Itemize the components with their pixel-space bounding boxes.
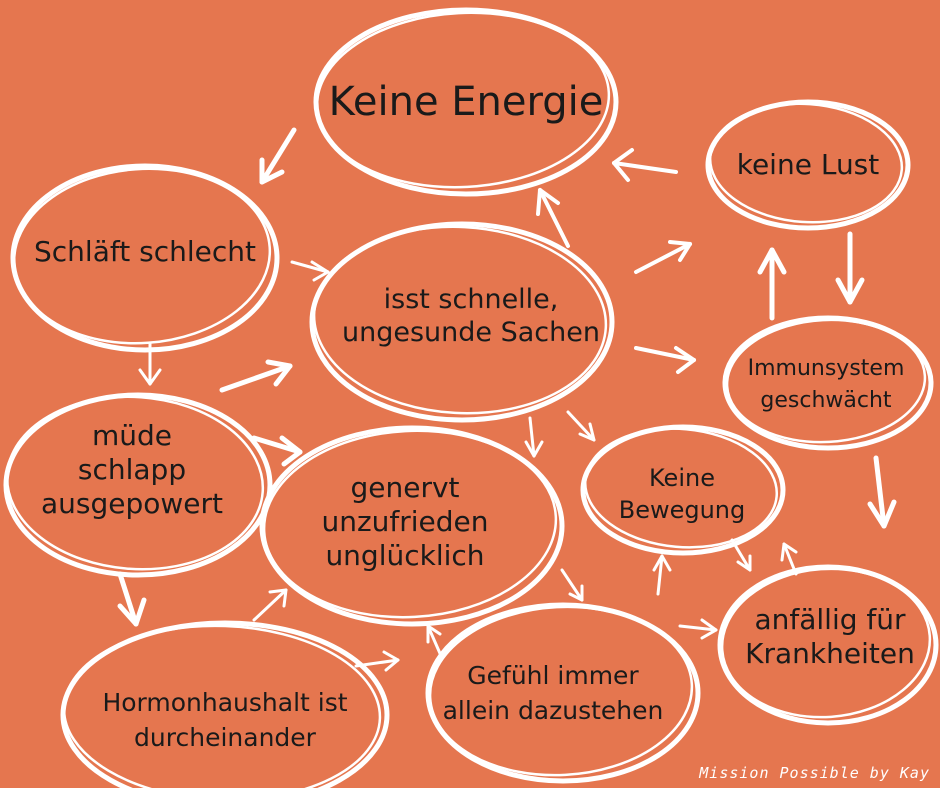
- arrow-isst-to-energie: [536, 188, 570, 248]
- arrow-bewegung-to-anfaellig: [730, 538, 752, 572]
- arrow-isst-to-bewegung: [566, 410, 596, 442]
- node-keine-lust: keine Lust: [708, 145, 908, 185]
- arrow-hormon-to-genervt: [252, 588, 288, 622]
- arrow-schlaeft-to-isst: [290, 260, 330, 282]
- node-muede-line-3: ausgepowert: [40, 487, 223, 521]
- node-genervt: genervt unzufrieden unglücklich: [280, 456, 530, 588]
- node-genervt-ellipse: [259, 425, 565, 627]
- arrow-muede-to-isst: [219, 359, 293, 393]
- node-hormonhaushalt: Hormonhaushalt ist durcheinander: [80, 682, 370, 758]
- node-keine-energie: Keine Energie: [316, 72, 616, 132]
- node-immunsystem-ellipse: [722, 315, 934, 451]
- node-genervt-line-2: unzufrieden: [321, 504, 489, 538]
- node-muede-line-2: schlapp: [77, 452, 187, 486]
- arrow-isst-to-lust: [634, 240, 692, 274]
- arrow-hormon-to-gefuehl: [354, 650, 400, 672]
- node-immunsystem-line-1: Immunsystem: [747, 356, 905, 382]
- node-gefuehl-line-2: allein dazustehen: [442, 696, 664, 725]
- arrow-energie-to-schlaeft: [259, 127, 297, 185]
- node-genervt-line-1: genervt: [350, 470, 460, 504]
- node-anfaellig: anfällig für Krankheiten: [730, 592, 930, 682]
- watermark: Mission Possible by Kay: [699, 764, 930, 782]
- node-genervt-line-3: unglücklich: [325, 539, 485, 573]
- node-isst-schnelle-ellipse: [309, 221, 615, 423]
- node-keine-bewegung-ellipse: [580, 424, 786, 556]
- node-muede-ellipse: [3, 392, 273, 578]
- node-keine-lust-line-1: keine Lust: [736, 147, 880, 181]
- arrow-isst-to-immun: [634, 346, 696, 374]
- node-anfaellig-ellipse: [717, 564, 939, 726]
- arrow-genervt-to-gefuehl: [560, 568, 584, 602]
- node-isst-schnelle: isst schnelle, ungesunde Sachen: [312, 272, 630, 362]
- node-anfaellig-line-2: Krankheiten: [745, 637, 915, 670]
- arrow-gefuehl-to-bewegung: [652, 554, 672, 596]
- arrow-muede-to-genervt: [251, 435, 303, 467]
- node-keine-bewegung-line-1: Keine: [649, 463, 715, 492]
- arrow-gefuehl-to-genervt: [426, 624, 444, 660]
- arrow-lust-to-energie: [612, 148, 678, 182]
- node-hormonhaushalt-line-2: durcheinander: [134, 723, 316, 752]
- arrow-gefuehl-to-anfaellig: [678, 618, 718, 640]
- node-keine-energie-ellipse: [313, 7, 619, 197]
- arrow-immun-to-lust: [757, 247, 787, 321]
- node-immunsystem-line-2: geschwächt: [760, 388, 892, 413]
- node-keine-bewegung-line-2: Bewegung: [618, 496, 746, 524]
- node-keine-lust-ellipse: [705, 99, 911, 231]
- arrow-isst-to-genervt: [524, 416, 544, 458]
- arrow-anfaellig-to-bewegung: [780, 542, 798, 576]
- arrow-muede-to-hormon: [117, 571, 147, 627]
- node-hormonhaushalt-line-1: Hormonhaushalt ist: [102, 687, 348, 717]
- node-gefuehl-line-1: Gefühl immer: [467, 660, 639, 690]
- node-hormonhaushalt-ellipse: [60, 620, 390, 788]
- node-schlaeft-schlecht: Schläft schlecht: [13, 232, 277, 272]
- node-gefuehl-ellipse: [425, 602, 701, 784]
- arrow-schlaeft-to-muede: [138, 342, 162, 386]
- node-isst-schnelle-line-1: isst schnelle,: [383, 284, 559, 316]
- arrow-immun-to-anfaellig: [867, 455, 897, 529]
- arrow-lust-to-immun: [835, 231, 865, 305]
- node-muede: müde schlapp ausgepowert: [10, 405, 254, 535]
- node-isst-schnelle-line-2: ungesunde Sachen: [342, 317, 600, 348]
- node-keine-bewegung: Keine Bewegung: [592, 456, 772, 532]
- node-schlaeft-schlecht-line-1: Schläft schlecht: [34, 234, 256, 268]
- node-schlaeft-schlecht-ellipse: [10, 163, 280, 353]
- node-muede-line-1: müde: [91, 418, 173, 452]
- node-keine-energie-line-1: Keine Energie: [328, 78, 604, 125]
- node-immunsystem: Immunsystem geschwächt: [726, 350, 926, 420]
- node-gefuehl: Gefühl immer allein dazustehen: [432, 655, 674, 731]
- node-anfaellig-line-1: anfällig für: [754, 602, 906, 636]
